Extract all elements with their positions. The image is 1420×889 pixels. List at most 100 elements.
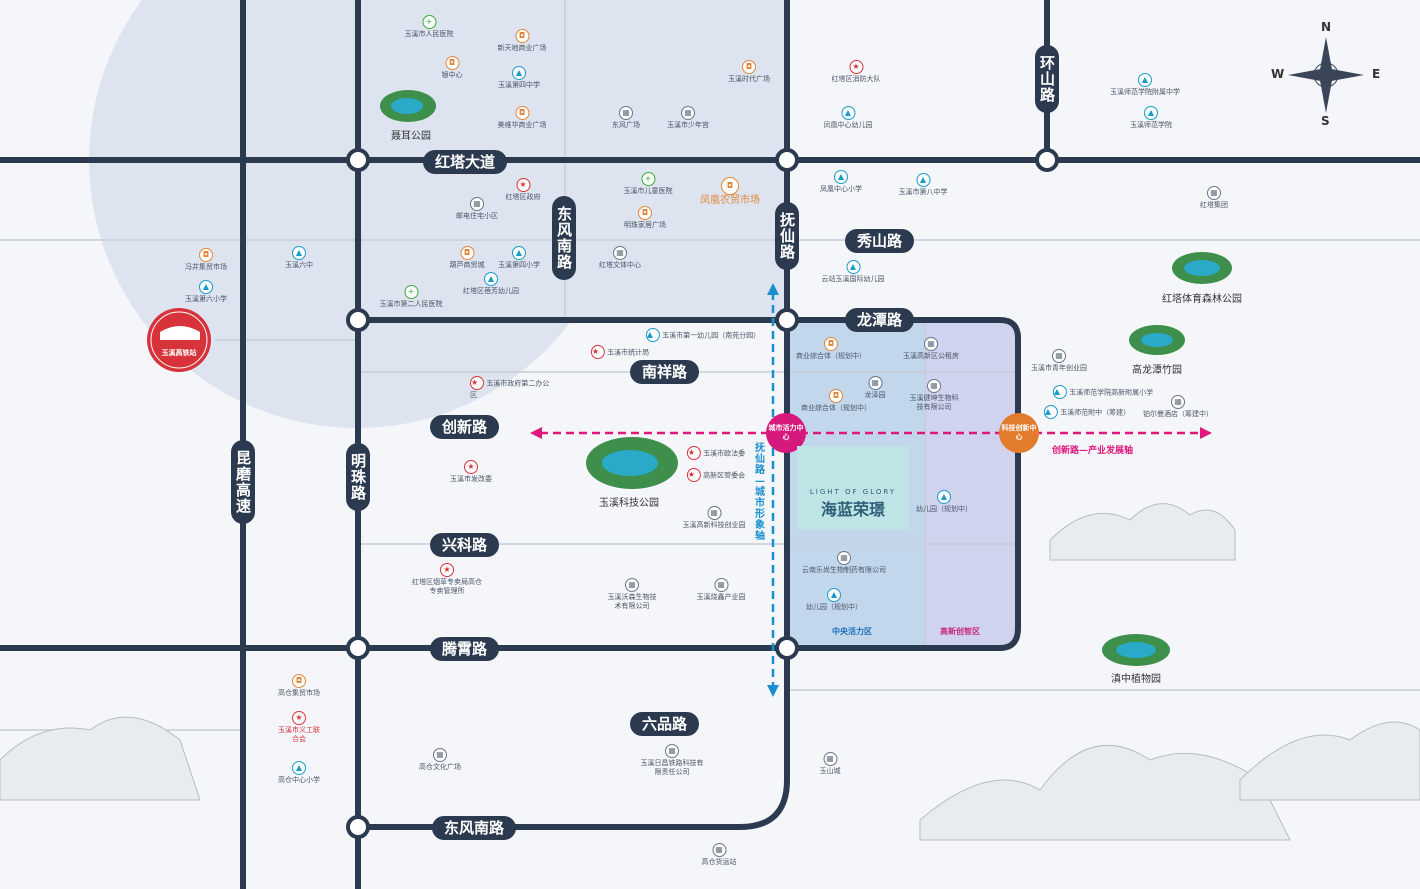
- poi: ▲玉溪第六小学: [185, 280, 227, 303]
- poi: +玉溪市人民医院: [404, 15, 454, 38]
- building-icon: ▦: [924, 337, 938, 351]
- school-icon: ▲: [512, 66, 526, 80]
- poi: ▲ 玉溪师范附中（筹建）: [1043, 405, 1130, 420]
- school-icon: ▲: [512, 246, 526, 260]
- poi: ▦玉溪高新区公租房: [903, 337, 959, 360]
- government-icon: ★: [686, 446, 701, 460]
- park-hongta-sports: 红塔体育森林公园: [1162, 294, 1242, 305]
- shopping-icon: ◘: [199, 248, 213, 262]
- poi: ▦红塔集团: [1200, 186, 1228, 209]
- hospital-icon: +: [422, 15, 436, 29]
- road-fuxian: 抚仙路: [775, 202, 799, 270]
- building-icon: ▦: [927, 379, 941, 393]
- poi: ▲玉溪师范学院附属中学: [1110, 73, 1180, 96]
- school-icon: ▲: [834, 170, 848, 184]
- poi: ▲幼儿园（规划中）: [916, 490, 972, 513]
- poi: ▦东风广场: [612, 106, 640, 129]
- government-icon: ★: [516, 178, 530, 192]
- zone-central: 中央活力区: [832, 627, 872, 636]
- poi: ▦铂尔曼酒店（筹建中）: [1143, 395, 1213, 418]
- poi: ▲云站玉溪国际幼儿园: [821, 260, 885, 283]
- shopping-icon: ◘: [638, 206, 652, 220]
- poi: ◘明珠家居广场: [624, 206, 666, 229]
- poi: ◘冯井集贸市场: [185, 248, 227, 271]
- compass-west: W: [1271, 67, 1285, 81]
- poi: ▦玉溪沃森生物技术有限公司: [607, 578, 657, 610]
- road-tengxiao: 腾霄路: [430, 637, 500, 661]
- poi: ★ 玉溪市统计局: [590, 345, 649, 360]
- poi: ▲玉溪师范学院: [1130, 106, 1172, 129]
- city-image-axis: [767, 283, 779, 697]
- building-icon: ▦: [619, 106, 633, 120]
- shopping-icon: ◘: [824, 337, 838, 351]
- poi: ▲红塔区蓓芳幼儿园: [463, 272, 519, 295]
- junctions: [346, 148, 1059, 839]
- road-mingzhu: 明珠路: [346, 443, 370, 511]
- school-icon: ▲: [1144, 106, 1158, 120]
- poi: ▲玉溪市第八中学: [898, 173, 948, 196]
- building-icon: ▦: [1171, 395, 1185, 409]
- road-dongfeng-south-vertical: 东风南路: [552, 196, 576, 280]
- poi: ▦邮电住宅小区: [456, 197, 498, 220]
- compass-south: S: [1321, 114, 1330, 128]
- zone-hightech: 高新创智区: [940, 627, 980, 636]
- poi: ▦云南乐尚生物制药有限公司: [802, 551, 886, 574]
- poi: ★ 高新区管委会: [686, 468, 745, 483]
- compass-north: N: [1321, 20, 1332, 34]
- building-icon: ▦: [1207, 186, 1221, 200]
- city-image-axis-label: 抚仙路—城市形象轴: [755, 443, 765, 542]
- school-icon: ▲: [841, 106, 855, 120]
- school-icon: ▲: [1043, 405, 1058, 419]
- station-label: 玉溪高铁站: [161, 349, 197, 357]
- poi: +玉溪市第二人民医院: [379, 285, 443, 308]
- building-icon: ▦: [625, 578, 639, 592]
- park-nie-er: 聂耳公园: [391, 131, 431, 142]
- building-icon: ▦: [665, 744, 679, 758]
- poi: ★玉溪市发改委: [450, 460, 492, 483]
- building-icon: ▦: [714, 578, 728, 592]
- poi: ▲幼儿园（规划中）: [806, 588, 862, 611]
- poi: ◘美维华商业广场: [497, 106, 547, 129]
- poi: ◘商业综合体（规划中）: [801, 389, 871, 412]
- building-icon: ▦: [868, 376, 882, 390]
- station-badge: [147, 308, 211, 372]
- poi-highlight: ◘凤凰农贸市场: [700, 177, 760, 206]
- project-name-en: LIGHT OF GLORY: [809, 488, 897, 496]
- shopping-icon: ◘: [721, 177, 739, 195]
- project-name-cn: 海蓝荣璟: [820, 500, 885, 519]
- poi: ▲玉溪第四中学: [498, 66, 540, 89]
- poi: ▲ 玉溪师范学院高新附属小学: [1052, 385, 1153, 400]
- building-icon: ▦: [613, 246, 627, 260]
- government-icon: ★: [470, 376, 484, 390]
- poi: ▲玉溪六中: [285, 246, 313, 269]
- building-icon: ▦: [1052, 349, 1066, 363]
- project-box: LIGHT OF GLORY 海蓝荣璟: [797, 446, 909, 530]
- poi: ▦玉溪健坤生物科技有限公司: [909, 379, 959, 411]
- industry-axis: [530, 427, 1212, 439]
- shopping-icon: ◘: [460, 246, 474, 260]
- poi: ▲ 玉溪市第一幼儿园（南苑分园）: [645, 328, 760, 343]
- school-icon: ▲: [1138, 73, 1152, 87]
- road-kunmo-expressway: 昆磨高速: [231, 440, 255, 524]
- industry-axis-label: 创新路—产业发展轴: [1052, 446, 1134, 456]
- school-icon: ▲: [292, 246, 306, 260]
- government-icon: ★: [440, 563, 454, 577]
- government-icon: ★: [464, 460, 478, 474]
- building-icon: ▦: [712, 843, 726, 857]
- school-icon: ▲: [1052, 385, 1067, 399]
- poi: ▦高仓文化广场: [419, 748, 461, 771]
- hospital-icon: +: [404, 285, 418, 299]
- school-icon: ▲: [916, 173, 930, 187]
- road-liupin: 六品路: [630, 712, 700, 736]
- poi: ▦玉溪高新科技创业园: [682, 506, 746, 529]
- poi: ★ 玉溪市政府第二办公区: [470, 376, 550, 399]
- park-dianzhong: 滇中植物园: [1111, 674, 1161, 685]
- road-xiushan: 秀山路: [845, 229, 915, 253]
- poi: ◘高仓集贸市场: [278, 674, 320, 697]
- mountain-sketches: [0, 503, 1420, 841]
- building-icon: ▦: [707, 506, 721, 520]
- school-icon: ▲: [484, 272, 498, 286]
- building-icon: ▦: [681, 106, 695, 120]
